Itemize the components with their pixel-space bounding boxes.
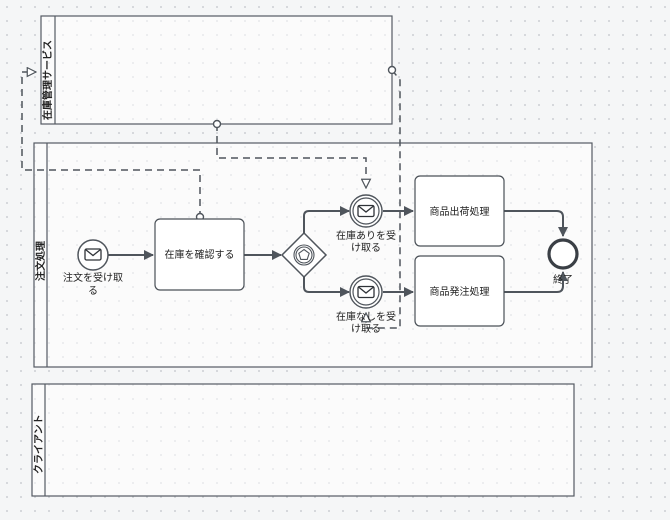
message-flow-inventory-to-no-stock[interactable] xyxy=(366,65,401,329)
task-ship-goods-label: 商品出荷処理 xyxy=(430,205,490,218)
end-event[interactable]: 終了 xyxy=(547,238,579,286)
event-based-gateway[interactable] xyxy=(280,231,328,279)
start-event-label-line1: 注文を受け取 xyxy=(63,271,123,284)
pool-client[interactable]: クライアント xyxy=(31,383,575,497)
task-order-goods-label: 商品発注処理 xyxy=(430,285,490,298)
pool-inventory-label: 在庫管理サービス xyxy=(41,40,54,120)
pool-client-label: クライアント xyxy=(33,414,45,474)
catch-event-in-stock[interactable]: 在庫ありを受 け取る xyxy=(336,194,396,254)
task-order-goods[interactable]: 商品発注処理 xyxy=(414,255,505,327)
pentagon-icon xyxy=(298,248,310,260)
catch-event-in-stock-label-line2: け取る xyxy=(351,242,381,254)
flow-gateway-to-no-stock[interactable] xyxy=(303,277,350,297)
envelope-icon xyxy=(357,204,375,218)
flow-gateway-to-in-stock[interactable] xyxy=(303,206,350,233)
task-ship-goods[interactable]: 商品出荷処理 xyxy=(414,175,505,247)
start-event-receive-order[interactable]: 注文を受け取 る xyxy=(63,239,123,297)
flow-order-to-end[interactable] xyxy=(504,271,568,293)
pool-order-label: 注文処理 xyxy=(34,241,47,281)
flow-ship-to-end[interactable] xyxy=(504,210,568,237)
message-flow-inventory-to-in-stock[interactable] xyxy=(212,119,367,189)
start-event-label-line2: る xyxy=(88,285,98,297)
catch-event-in-stock-label-line1: 在庫ありを受 xyxy=(336,229,396,242)
task-check-stock-label: 在庫を確認する xyxy=(165,248,235,261)
pool-inventory-service[interactable]: 在庫管理サービス xyxy=(40,15,393,125)
catch-event-no-stock-label-line2: け取る xyxy=(351,323,381,335)
catch-event-no-stock-label-line1: 在庫なしを受 xyxy=(336,310,396,323)
envelope-icon xyxy=(357,285,375,299)
catch-event-no-stock[interactable]: 在庫なしを受 け取る xyxy=(336,275,396,335)
envelope-icon xyxy=(84,248,102,261)
end-event-label: 終了 xyxy=(553,273,573,286)
task-check-stock[interactable]: 在庫を確認する xyxy=(154,218,245,291)
